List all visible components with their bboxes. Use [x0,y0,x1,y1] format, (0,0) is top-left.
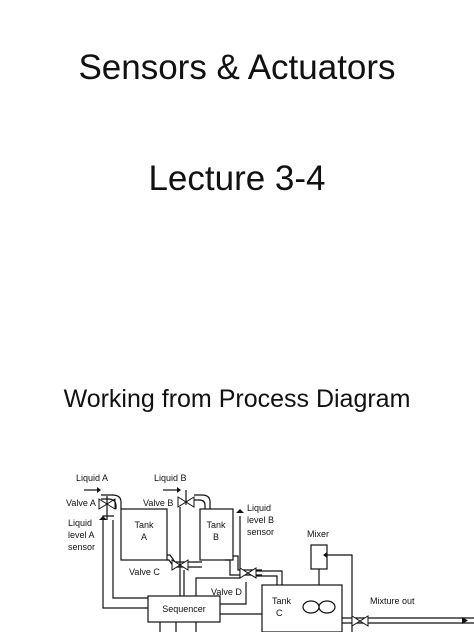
valve-a-icon [98,498,116,510]
mixer-label: Mixer [307,529,329,539]
level-b-sensor-label-line2: level B [247,515,274,525]
valve-a-signal-line [112,520,148,599]
valve-c-label: Valve C [129,567,160,577]
sequencer-label: Sequencer [162,604,206,614]
mixer-impeller [302,600,336,614]
valve-d-icon [239,567,257,579]
pipe-to-tank-c-inner [256,575,278,585]
mixer-control-line [327,554,353,632]
level-a-sensor-label-line1: Liquid [68,518,92,528]
level-a-sensor-label-line3: sensor [68,542,95,552]
pipe-to-tank-c [256,570,283,585]
slide-title: Sensors & Actuators [78,48,396,87]
tank-b-letter: B [213,532,219,542]
tank-a [120,508,168,561]
sequencer-box [147,595,221,623]
valve-c-icon [171,559,189,571]
mixer-arrow [323,552,327,558]
sequencer-valve-d-line [220,582,247,605]
valve-b-label: Valve B [143,498,173,508]
level-b-sensor-line [195,516,241,598]
pipe-b-out [233,555,262,571]
outlet-valve-icon [351,615,369,627]
pipe-b-out-lower [225,559,262,576]
pipe-a-in [101,494,122,509]
liquid-a-inlet-arrow [84,487,101,493]
tank-c-label: Tank [272,596,292,606]
sequencer-bottom-lines [159,622,197,632]
level-b-arrow [236,509,244,513]
liquid-b-inlet-arrow [163,487,181,493]
level-a-sensor-line [102,515,148,609]
pipe-b-in [194,494,211,509]
liquid-b-label: Liquid B [154,473,187,483]
level-b-sensor-label-line1: Liquid [247,503,271,513]
pipe-a-in-inner [101,498,117,509]
tank-a-letter: A [141,532,147,542]
tank-c [261,584,343,632]
tank-b-label: Tank [206,520,226,530]
valve-b-icon [177,496,195,508]
mixture-out-label: Mixture out [370,596,415,606]
mixer-motor [310,544,328,570]
tank-b [199,508,234,561]
level-b-sensor-label-line3: sensor [247,527,274,537]
level-a-sensor-label-line2: level A [68,530,95,540]
tank-c-letter: C [276,608,283,618]
lecture-number: Lecture 3-4 [148,159,326,198]
valve-d-label: Valve D [211,587,242,597]
liquid-a-label: Liquid A [76,473,108,483]
tank-a-label: Tank [134,520,154,530]
level-a-arrow [99,516,107,520]
pipe-b-in-inner [194,499,206,509]
outlet-arrow [462,617,468,624]
valve-a-label: Valve A [66,498,96,508]
section-heading: Working from Process Diagram [63,385,411,413]
